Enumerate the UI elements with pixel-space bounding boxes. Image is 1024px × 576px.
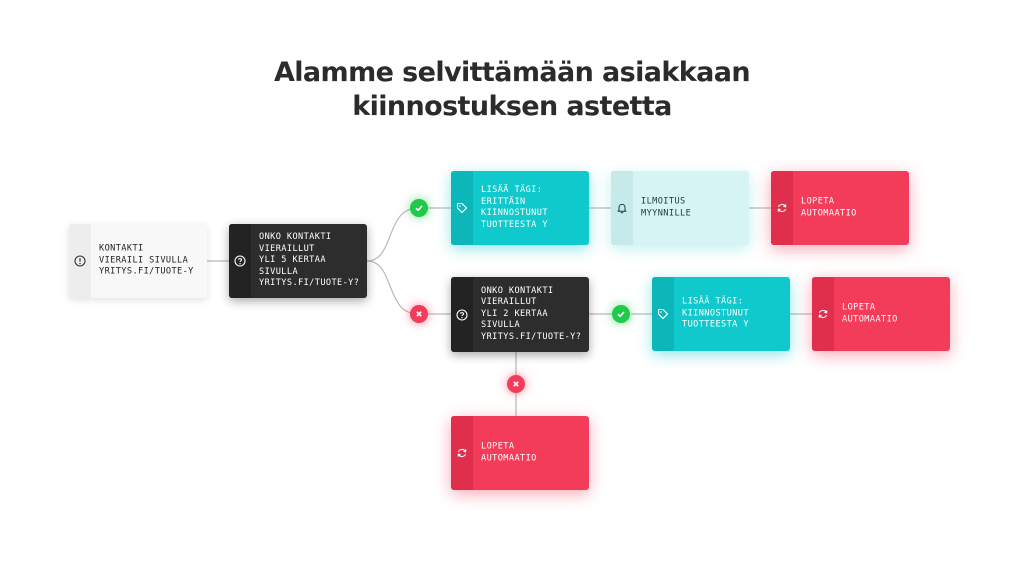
question-circle-icon [234,255,246,267]
stop-node-3[interactable]: LOPETA AUTOMAATIO [451,416,589,490]
question-2-label: ONKO KONTAKTI VIERAILLUT YLI 2 KERTAA SI… [481,285,582,342]
yes-badge-2 [612,305,630,323]
tag-node-1[interactable]: LISÄÄ TÄGI: ERITTÄIN KIINNOSTUNUT TUOTTE… [451,171,589,245]
stop-3-label: LOPETA AUTOMAATIO [481,441,537,463]
stop-1-label: LOPETA AUTOMAATIO [801,196,857,218]
tag-1-label: LISÄÄ TÄGI: ERITTÄIN KIINNOSTUNUT TUOTTE… [481,184,548,230]
question-node-2[interactable]: ONKO KONTAKTI VIERAILLUT YLI 2 KERTAA SI… [451,277,589,352]
tag-icon [657,308,669,320]
refresh-icon [777,203,787,213]
refresh-icon [457,448,467,458]
tag-node-2[interactable]: LISÄÄ TÄGI: KIINNOSTUNUT TUOTTEESTA Y [652,277,790,351]
trigger-node[interactable]: KONTAKTI VIERAILI SIVULLA YRITYS.FI/TUOT… [69,224,207,298]
no-badge-1 [410,305,428,323]
alert-circle-icon [74,255,86,267]
notify-label: ILMOITUS MYYNNILLE [641,196,692,218]
trigger-label: KONTAKTI VIERAILI SIVULLA YRITYS.FI/TUOT… [99,243,194,277]
connector-question1-yes [366,207,419,262]
stop-2-label: LOPETA AUTOMAATIO [842,302,898,324]
question-node-1[interactable]: ONKO KONTAKTI VIERAILLUT YLI 5 KERTAA SI… [229,224,367,298]
bell-icon [617,203,627,214]
yes-badge-1 [410,199,428,217]
cross-icon [416,311,422,317]
tag-2-label: LISÄÄ TÄGI: KIINNOSTUNUT TUOTTEESTA Y [682,296,749,330]
connector-question1-no [366,260,419,315]
title-line-2: kiinnostuksen astetta [352,91,672,122]
title-line-1: Alamme selvittämään asiakkaan [273,57,751,88]
question-1-label: ONKO KONTAKTI VIERAILLUT YLI 5 KERTAA SI… [259,232,360,289]
check-icon [617,311,625,318]
tag-icon [456,202,468,214]
stop-node-2[interactable]: LOPETA AUTOMAATIO [812,277,950,351]
cross-icon [513,381,519,387]
stop-node-1[interactable]: LOPETA AUTOMAATIO [771,171,909,245]
check-icon [415,205,423,212]
refresh-icon [818,309,828,319]
question-circle-icon [456,308,468,321]
page-title: Alamme selvittämään asiakkaan kiinnostuk… [0,56,1024,124]
notify-node[interactable]: ILMOITUS MYYNNILLE [611,171,749,245]
no-badge-2 [507,375,525,393]
